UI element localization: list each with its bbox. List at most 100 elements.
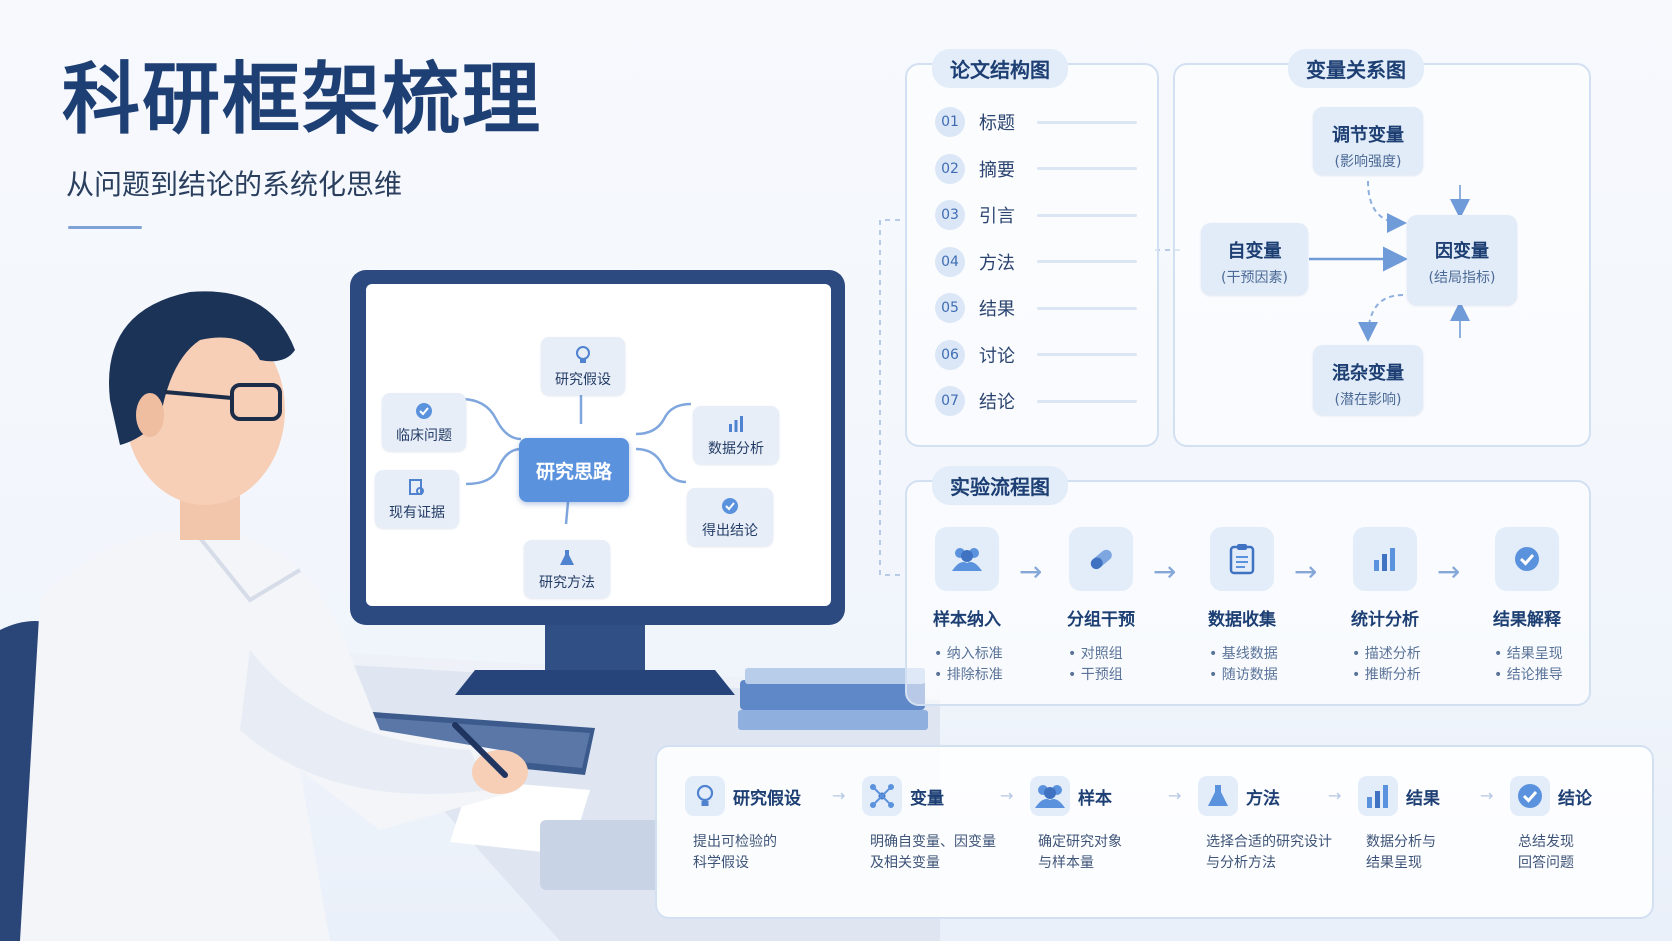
process-step-bullets: • 基线数据 • 随访数据 (1187, 644, 1297, 686)
summary-item: 结果数据分析与结果呈现 (1358, 776, 1518, 874)
experiment-process-tag: 实验流程图 (932, 466, 1068, 505)
summary-item: 样本确定研究对象与样本量 (1030, 776, 1190, 874)
independent-variable-box: 自变量 (干预因素) (1201, 223, 1308, 295)
mindmap-node-label: 研究假设 (555, 372, 611, 388)
paper-structure-tag: 论文结构图 (932, 49, 1068, 88)
structure-item-number: 05 (935, 293, 965, 323)
structure-item-label: 结论 (979, 392, 1015, 413)
confounder-variable-box: 混杂变量 (潜在影响) (1313, 345, 1423, 415)
arrow-right-icon: → (1019, 555, 1043, 588)
people-icon (1030, 776, 1070, 816)
flask-icon (1198, 776, 1238, 816)
structure-item-line (1037, 306, 1137, 310)
people-icon (935, 527, 999, 591)
experiment-process-panel (905, 480, 1591, 706)
process-step-bullet: • 结论推导 (1494, 667, 1563, 683)
structure-item-label: 方法 (979, 252, 1015, 274)
check-circle-icon (722, 498, 738, 514)
structure-item-label: 标题 (979, 113, 1015, 134)
summary-item-title: 研究假设 (733, 788, 801, 809)
structure-item-line (1037, 260, 1137, 263)
process-step-bullet: • 排除标准 (934, 667, 1003, 683)
process-step-bullet: • 随访数据 (1209, 667, 1278, 683)
check-circle-icon (1510, 776, 1550, 816)
arrow-right-icon: → (1153, 555, 1177, 588)
dependent-variable-note: (结局指标) (1428, 270, 1496, 286)
structure-item-number: 02 (935, 153, 965, 184)
mindmap-node-label: 数据分析 (708, 441, 764, 457)
check-circle-icon (1495, 527, 1559, 591)
network-icon (862, 776, 902, 816)
summary-item-title: 方法 (1246, 788, 1280, 809)
structure-item-label: 引言 (979, 206, 1015, 227)
title-divider (68, 226, 142, 229)
structure-item-line (1037, 120, 1137, 124)
independent-variable-name: 自变量 (1227, 241, 1282, 262)
summary-item: 研究假设提出可检验的科学假设 (685, 776, 845, 874)
process-step-bullet: • 描述分析 (1352, 646, 1421, 662)
process-step-bullet: • 结果呈现 (1494, 646, 1563, 662)
clipboard-icon (1210, 527, 1274, 591)
process-step-bullet: • 对照组 (1068, 646, 1123, 662)
structure-item: 05 结果 (935, 293, 1137, 323)
structure-item-label: 摘要 (979, 159, 1015, 181)
document-search-icon (409, 479, 424, 495)
summary-item-desc-line: 结果呈现 (1366, 855, 1422, 871)
moderator-variable-box: 调节变量 (影响强度) (1313, 107, 1423, 175)
lightbulb-icon (576, 346, 590, 363)
process-step-title: 结果解释 (1493, 610, 1561, 630)
process-step-bullet: • 推断分析 (1352, 667, 1421, 683)
structure-item-number: 01 (935, 107, 965, 137)
process-step-bullets: • 结果呈现 • 结论推导 (1472, 644, 1582, 686)
structure-item-number: 07 (935, 386, 965, 416)
mindmap-node-hypothesis: 研究假设 (541, 337, 625, 395)
dependent-variable-box: 因变量 (结局指标) (1407, 215, 1517, 305)
summary-item-desc-line: 总结发现 (1518, 834, 1574, 850)
mindmap-node-method: 研究方法 (524, 540, 610, 598)
process-step-title: 统计分析 (1351, 610, 1419, 630)
summary-item-desc-line: 选择合适的研究设计 (1206, 834, 1332, 850)
process-step: 样本纳入• 纳入标准• 排除标准 (912, 527, 1022, 686)
structure-item-number: 04 (935, 246, 965, 277)
summary-item-desc: 提出可检验的科学假设 (685, 832, 845, 874)
process-step-bullets: • 描述分析 • 推断分析 (1330, 644, 1440, 686)
summary-item-desc: 总结发现回答问题 (1510, 832, 1670, 874)
summary-item-desc-line: 明确自变量、因变量 (870, 834, 996, 850)
process-step: 分组干预• 对照组• 干预组 (1046, 527, 1156, 686)
summary-item-desc-line: 及相关变量 (870, 855, 940, 871)
arrow-right-icon: → (1328, 786, 1342, 805)
structure-item-line (1037, 167, 1137, 170)
summary-item-desc-line: 确定研究对象 (1038, 834, 1122, 850)
structure-item-line (1037, 213, 1137, 217)
flask-icon (560, 550, 574, 565)
summary-item-title: 样本 (1078, 788, 1112, 809)
bar-chart-icon (1358, 776, 1398, 816)
summary-item-desc-line: 与分析方法 (1206, 855, 1276, 871)
structure-item: 03 引言 (935, 200, 1137, 230)
summary-item-desc-line: 回答问题 (1518, 855, 1574, 871)
moderator-variable-name: 调节变量 (1332, 125, 1404, 146)
summary-item-title: 结论 (1558, 788, 1592, 809)
structure-item: 02 摘要 (935, 153, 1137, 184)
moderator-variable-note: (影响强度) (1334, 154, 1402, 170)
mindmap-center: 研究思路 (519, 438, 629, 502)
mindmap-node-clinical: 临床问题 (382, 393, 466, 451)
structure-item-number: 03 (935, 200, 965, 230)
summary-item-desc: 数据分析与结果呈现 (1358, 832, 1518, 874)
process-step-bullet: • 基线数据 (1209, 646, 1278, 662)
structure-item-label: 结果 (979, 299, 1015, 320)
structure-item: 07 结论 (935, 386, 1137, 416)
process-step-bullets: • 对照组• 干预组 (1046, 644, 1156, 686)
process-step: 数据收集• 基线数据• 随访数据 (1187, 527, 1297, 686)
structure-item: 04 方法 (935, 246, 1137, 277)
summary-panel (655, 745, 1654, 919)
process-step-title: 样本纳入 (933, 610, 1001, 630)
summary-item: 结论总结发现回答问题 (1510, 776, 1670, 874)
pill-icon (1069, 527, 1133, 591)
process-step: 统计分析 • 描述分析 • 推断分析 (1330, 527, 1440, 686)
summary-item-desc: 选择合适的研究设计与分析方法 (1198, 832, 1358, 874)
arrow-right-icon: → (832, 786, 846, 805)
summary-item-title: 变量 (910, 788, 944, 809)
mindmap-node-label: 研究方法 (539, 575, 595, 591)
